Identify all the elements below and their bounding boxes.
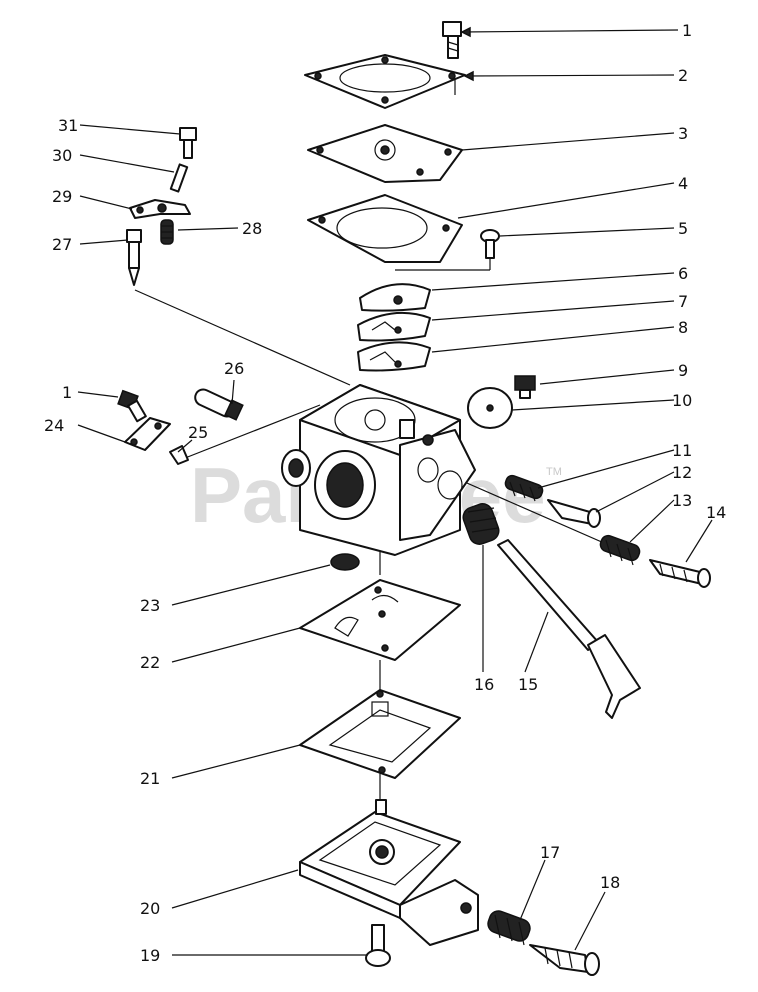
part-7-plate	[357, 311, 431, 342]
part-3-diaphragm	[307, 124, 463, 183]
part-18-needle	[529, 944, 600, 976]
part-27-needle-valve	[126, 229, 142, 286]
callout-28: 28	[242, 219, 262, 238]
part-4-gasket	[307, 194, 463, 263]
callout-22: 22	[140, 653, 160, 672]
part-6-lever	[359, 283, 431, 312]
callout-10: 10	[672, 391, 692, 410]
leader-lines	[77, 26, 713, 956]
part-21-gasket	[299, 689, 461, 779]
callout-19: 19	[140, 946, 160, 965]
callout-6: 6	[678, 264, 688, 283]
callout-16: 16	[474, 675, 494, 694]
part-8-plate	[357, 341, 431, 372]
callout-25: 25	[188, 423, 208, 442]
part-11-spring	[504, 474, 544, 502]
part-17-spring	[487, 910, 531, 946]
callout-26: 26	[224, 359, 244, 378]
part-25-clip	[169, 445, 189, 465]
callout-4: 4	[678, 174, 688, 193]
part-16-spring	[462, 503, 500, 545]
callout-1-side: 1	[62, 383, 72, 402]
callout-11: 11	[672, 441, 692, 460]
part-13-spring	[599, 534, 641, 566]
callout-23: 23	[140, 596, 160, 615]
part-30-pin	[169, 163, 189, 193]
carburetor-body	[281, 384, 476, 556]
callout-20: 20	[140, 899, 160, 918]
callout-12: 12	[672, 463, 692, 482]
alignment-lines	[134, 78, 621, 800]
callout-27: 27	[52, 235, 72, 254]
part-31-screw	[179, 127, 197, 159]
callout-2: 2	[678, 66, 688, 85]
part-20-base-cover	[299, 799, 479, 946]
callout-31: 31	[58, 116, 78, 135]
callout-3: 3	[678, 124, 688, 143]
part-12-needle	[547, 499, 601, 528]
callout-18: 18	[600, 873, 620, 892]
callout-17: 17	[540, 843, 560, 862]
part-14-needle	[649, 559, 711, 588]
callout-5: 5	[678, 219, 688, 238]
part-23-screen	[330, 553, 360, 571]
callout-21: 21	[140, 769, 160, 788]
part-19-screw	[365, 924, 391, 967]
callout-15: 15	[518, 675, 538, 694]
part-22-diaphragm	[299, 579, 461, 661]
callout-7: 7	[678, 292, 688, 311]
part-26-fitting	[194, 388, 244, 421]
part-5-screw	[480, 229, 500, 259]
callout-8: 8	[678, 318, 688, 337]
callout-24: 24	[44, 416, 64, 435]
part-10-disc	[467, 387, 513, 429]
callout-labels: 1 2 3 4 5 6 7 8 9 10 11 12 13 14 15 16 1…	[44, 21, 726, 965]
callout-14: 14	[706, 503, 726, 522]
part-2-cover-plate	[304, 54, 466, 109]
part-9-screw	[514, 375, 536, 399]
part-24-plate	[124, 417, 171, 451]
callout-9: 9	[678, 361, 688, 380]
watermark-trademark: TM	[546, 466, 562, 478]
callout-1: 1	[682, 21, 692, 40]
callout-13: 13	[672, 491, 692, 510]
part-1-screw-top	[442, 21, 462, 59]
part-28-spring	[160, 219, 174, 245]
callout-30: 30	[52, 146, 72, 165]
part-29-lever	[129, 199, 191, 219]
callout-29: 29	[52, 187, 72, 206]
part-15-shaft	[497, 539, 641, 719]
part-1-screw-side	[117, 389, 147, 423]
